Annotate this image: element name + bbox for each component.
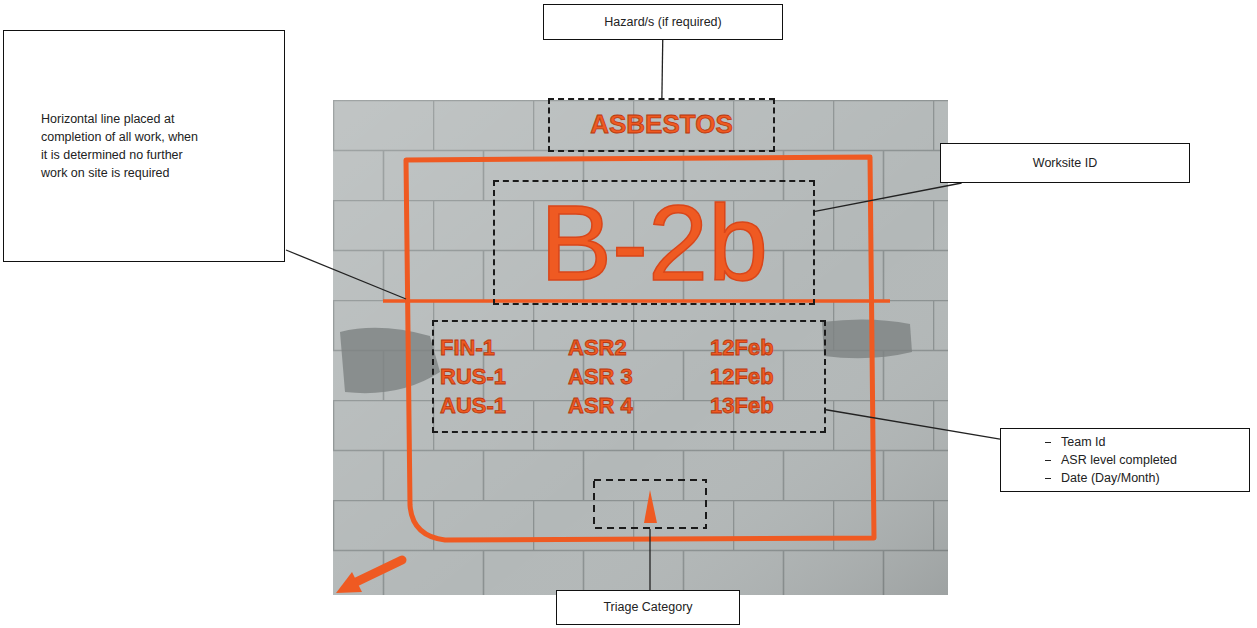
callout-text: Team Id (1061, 433, 1105, 451)
list-row: Team Id (1045, 433, 1105, 451)
spray-text: 12Feb (710, 336, 824, 359)
wall-shade (333, 100, 948, 595)
painted-frame (406, 157, 874, 540)
list-row: ASR level completed (1045, 451, 1177, 469)
leader-line (286, 250, 406, 299)
spray-text: ASBESTOS (590, 111, 733, 138)
callout-text: ASR level completed (1061, 451, 1177, 469)
callout-box: Team IdASR level completedDate (Day/Mont… (1000, 428, 1250, 492)
team-grid: FIN-1ASR212FebRUS-1ASR 312FebAUS-1ASR 41… (434, 336, 824, 417)
hazard-region: ASBESTOS (548, 98, 775, 152)
callout-text: Triage Category (603, 598, 692, 616)
callout-box: Triage Category (556, 590, 740, 625)
bullet-dash (1045, 478, 1051, 479)
spray-text: AUS-1 (440, 394, 568, 417)
block-wall (333, 100, 948, 595)
spray-text: B-2b (540, 186, 768, 299)
damp-patch (340, 328, 440, 393)
callout-box: Worksite ID (940, 143, 1190, 183)
leader-line (815, 183, 962, 211)
list-row: Date (Day/Month) (1045, 469, 1160, 487)
team-region: FIN-1ASR212FebRUS-1ASR 312FebAUS-1ASR 41… (432, 320, 826, 433)
triage-frame (594, 480, 706, 528)
bullet-dash (1045, 442, 1051, 443)
spray-text: ASR2 (568, 336, 710, 359)
leader-line (661, 40, 663, 98)
damp-patch (822, 319, 912, 358)
painted-arrowhead (336, 572, 362, 593)
painted-arrow (352, 560, 402, 584)
callout-box: Horizontal line placed at completion of … (3, 30, 285, 262)
callout-box: Hazard/s (if required) (543, 4, 783, 40)
spray-text: ASR 3 (568, 365, 710, 388)
spray-text: 13Feb (710, 394, 824, 417)
leader-line (649, 529, 650, 590)
triage-mark (644, 490, 657, 523)
spray-text: FIN-1 (440, 336, 568, 359)
worksite-region: B-2b (493, 180, 815, 305)
callout-text: Date (Day/Month) (1061, 469, 1160, 487)
bullet-dash (1045, 460, 1051, 461)
callout-text: Worksite ID (1033, 154, 1097, 172)
spray-text: 12Feb (710, 365, 824, 388)
spray-text: RUS-1 (440, 365, 568, 388)
callout-text: Hazard/s (if required) (604, 13, 721, 31)
spray-text: ASR 4 (568, 394, 710, 417)
callout-text: Horizontal line placed at completion of … (41, 110, 206, 183)
leader-line (826, 410, 1000, 439)
